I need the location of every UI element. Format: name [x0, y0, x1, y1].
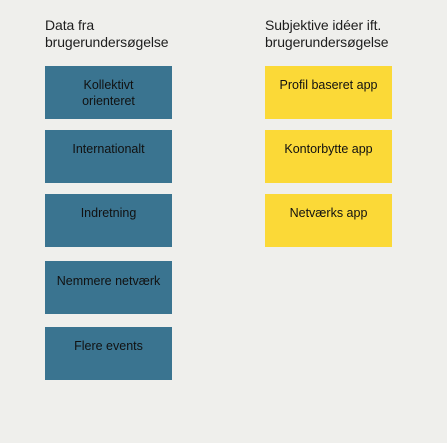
column-heading-subjective-ideas: Subjektive idéer ift. brugerundersøgelse [265, 17, 389, 50]
sticky-note-collective[interactable]: Kollektivt orienteret [45, 66, 172, 119]
sticky-note-international[interactable]: Internationalt [45, 130, 172, 183]
sticky-note-more-events[interactable]: Flere events [45, 327, 172, 380]
column-heading-user-survey-data: Data fra brugerundersøgelse [45, 17, 169, 50]
sticky-note-furnishing[interactable]: Indretning [45, 194, 172, 247]
sticky-note-network-app[interactable]: Netværks app [265, 194, 392, 247]
sticky-note-easier-network[interactable]: Nemmere netværk [45, 261, 172, 314]
sticky-note-office-swap-app[interactable]: Kontorbytte app [265, 130, 392, 183]
sticky-note-profile-app[interactable]: Profil baseret app [265, 66, 392, 119]
